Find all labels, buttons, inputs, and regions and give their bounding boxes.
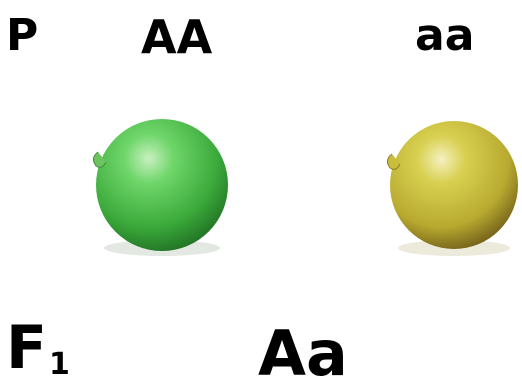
recessive-genotype-label: aa: [415, 10, 475, 61]
parent-generation-label: P: [6, 10, 39, 61]
offspring-genotype-label: Aa: [258, 317, 348, 390]
dominant-genotype-label: AA: [141, 10, 213, 64]
f1-letter: F: [6, 313, 47, 383]
green-pea: [84, 110, 234, 260]
yellow-pea: [382, 110, 522, 260]
offspring-generation-label: F1: [6, 318, 70, 380]
f1-subscript: 1: [49, 347, 70, 382]
